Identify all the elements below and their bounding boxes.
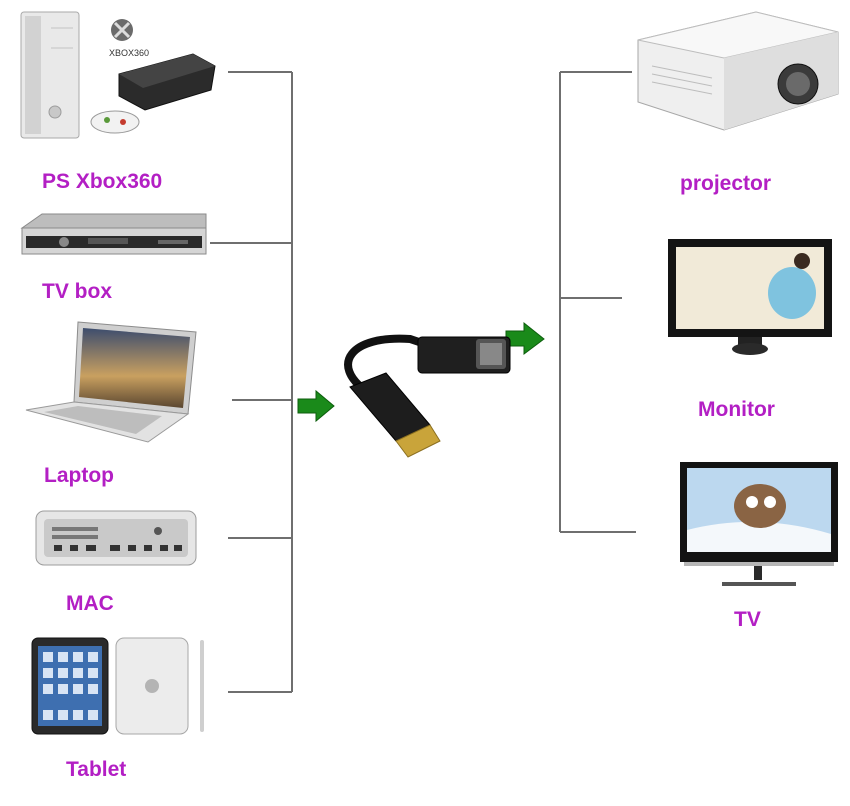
tv-icon <box>680 462 838 586</box>
tablet-icon <box>31 637 204 735</box>
laptop-icon <box>25 321 197 443</box>
monitor-icon <box>668 239 832 355</box>
source-label-laptop: Laptop <box>44 464 114 487</box>
source-label-console: PS Xbox360 <box>42 170 163 193</box>
source-label-tvbox: TV box <box>42 280 113 303</box>
input-arrow-icon <box>297 389 335 423</box>
mac-mini-icon <box>35 510 197 566</box>
xbox-logo-text: XBOX360 <box>109 48 149 58</box>
source-label-mac: MAC <box>66 592 114 615</box>
game-console-icon: XBOX360 <box>20 11 216 139</box>
source-label-tablet: Tablet <box>66 758 127 781</box>
tv-box-icon <box>20 213 207 255</box>
output-label-monitor: Monitor <box>698 398 775 421</box>
output-label-projector: projector <box>680 172 772 195</box>
hdmi-vga-adapter-icon <box>344 334 511 458</box>
projector-icon <box>637 11 839 131</box>
output-label-tv: TV <box>734 608 761 631</box>
